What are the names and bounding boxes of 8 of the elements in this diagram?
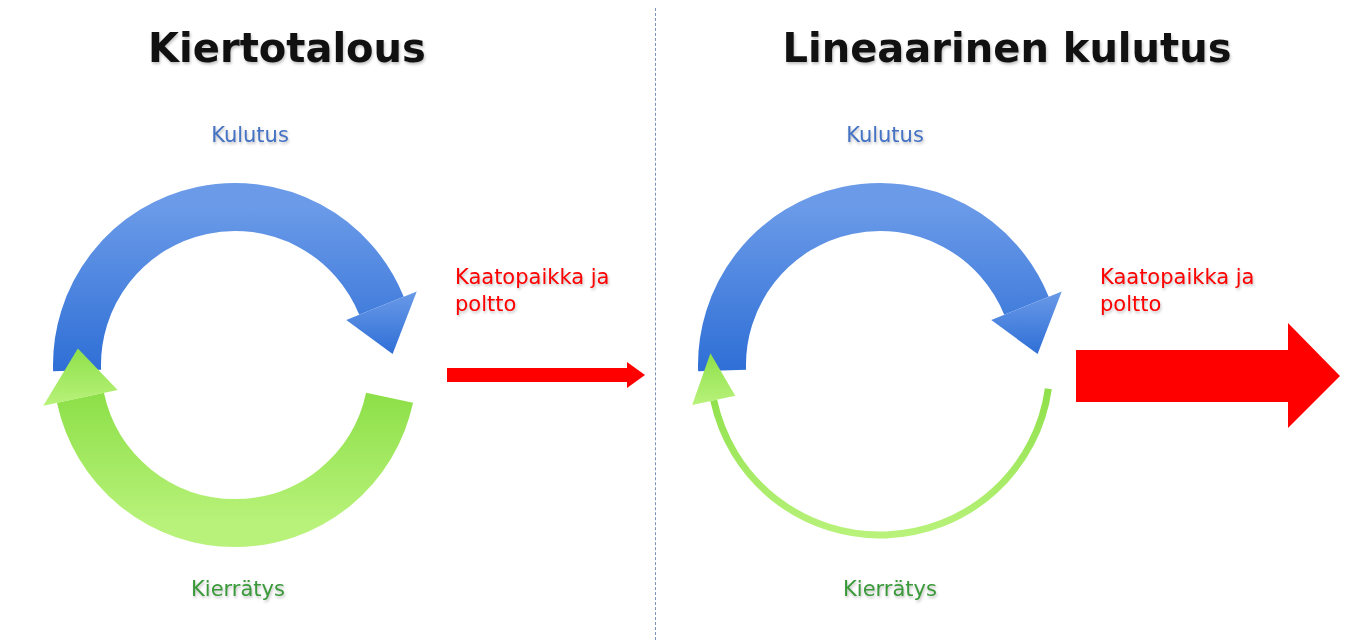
title: Lineaarinen kulutus [782, 24, 1232, 73]
title: Kiertotalous [148, 24, 426, 73]
label: Kierrätys [843, 576, 937, 603]
label: Kulutus [846, 122, 924, 149]
label: Kaatopaikka ja poltto [1100, 264, 1256, 319]
label: Kaatopaikka ja poltto [455, 264, 611, 319]
label: Kierrätys [191, 576, 285, 603]
label: Kulutus [211, 122, 289, 149]
